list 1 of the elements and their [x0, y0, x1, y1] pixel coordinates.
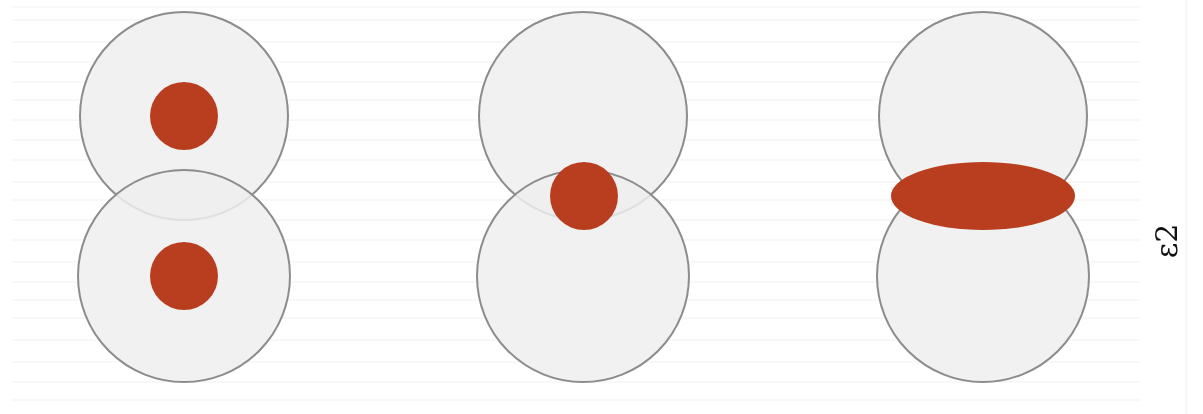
axis-label: ε2 [1152, 223, 1183, 259]
